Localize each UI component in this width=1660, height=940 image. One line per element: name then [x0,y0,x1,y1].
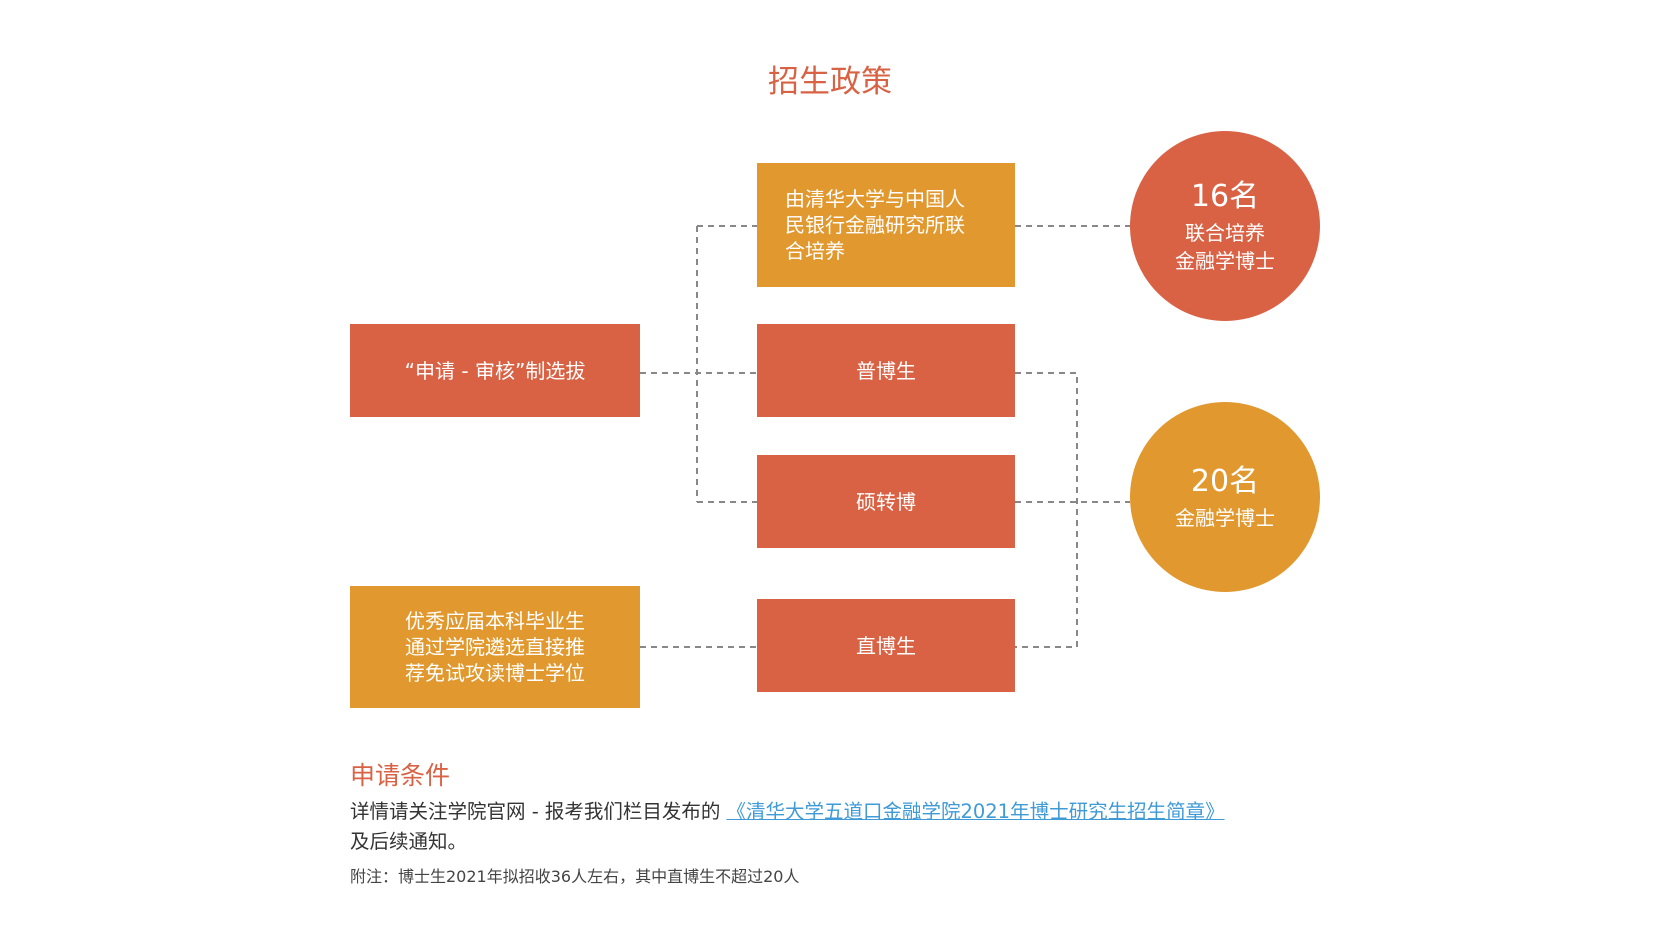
joint-program-box: 由清华大学与中国人 民银行金融研究所联 合培养 [757,163,1015,287]
quota-finance-count: 20名 [1190,464,1260,499]
recommendation-box: 优秀应届本科毕业生 通过学院遴选直接推 荐免试攻读博士学位 [350,586,640,708]
conditions-text-before: 详情请关注学院官网 - 报考我们栏目发布的 [350,800,721,823]
connector-right-bracket [1015,372,1078,648]
quota-joint-line1: 联合培养 [1185,221,1265,245]
joint-program-label: 由清华大学与中国人 民银行金融研究所联 合培养 [785,187,965,263]
direct-phd-label: 直博生 [856,633,916,658]
masters-to-phd-label: 硕转博 [856,489,916,514]
page-title: 招生政策 [768,64,892,100]
recommendation-label: 优秀应届本科毕业生 通过学院遴选直接推 荐免试攻读博士学位 [405,609,585,685]
conditions-heading: 申请条件 [350,761,451,790]
quota-joint-count: 16名 [1190,179,1260,214]
direct-phd-box: 直博生 [757,599,1015,692]
masters-to-phd-box: 硕转博 [757,455,1015,548]
conditions-text-after: 及后续通知。 [350,830,468,853]
regular-phd-box: 普博生 [757,324,1015,417]
quota-finance-line1: 金融学博士 [1175,506,1275,530]
quota-finance-circle: 20名 金融学博士 [1130,402,1320,592]
footnote: 附注：博士生2021年拟招收36人左右，其中直博生不超过20人 [350,867,800,886]
quota-joint-line2: 金融学博士 [1175,249,1275,273]
regular-phd-label: 普博生 [856,358,916,383]
selection-method-box: “申请 - 审核”制选拔 [350,324,640,417]
conditions-detail: 详情请关注学院官网 - 报考我们栏目发布的《清华大学五道口金融学院2021年博士… [350,797,1350,857]
quota-joint-circle: 16名 联合培养 金融学博士 [1130,131,1320,321]
admissions-guide-link[interactable]: 《清华大学五道口金融学院2021年博士研究生招生简章》 [726,800,1225,823]
selection-method-label: “申请 - 审核”制选拔 [404,358,586,383]
